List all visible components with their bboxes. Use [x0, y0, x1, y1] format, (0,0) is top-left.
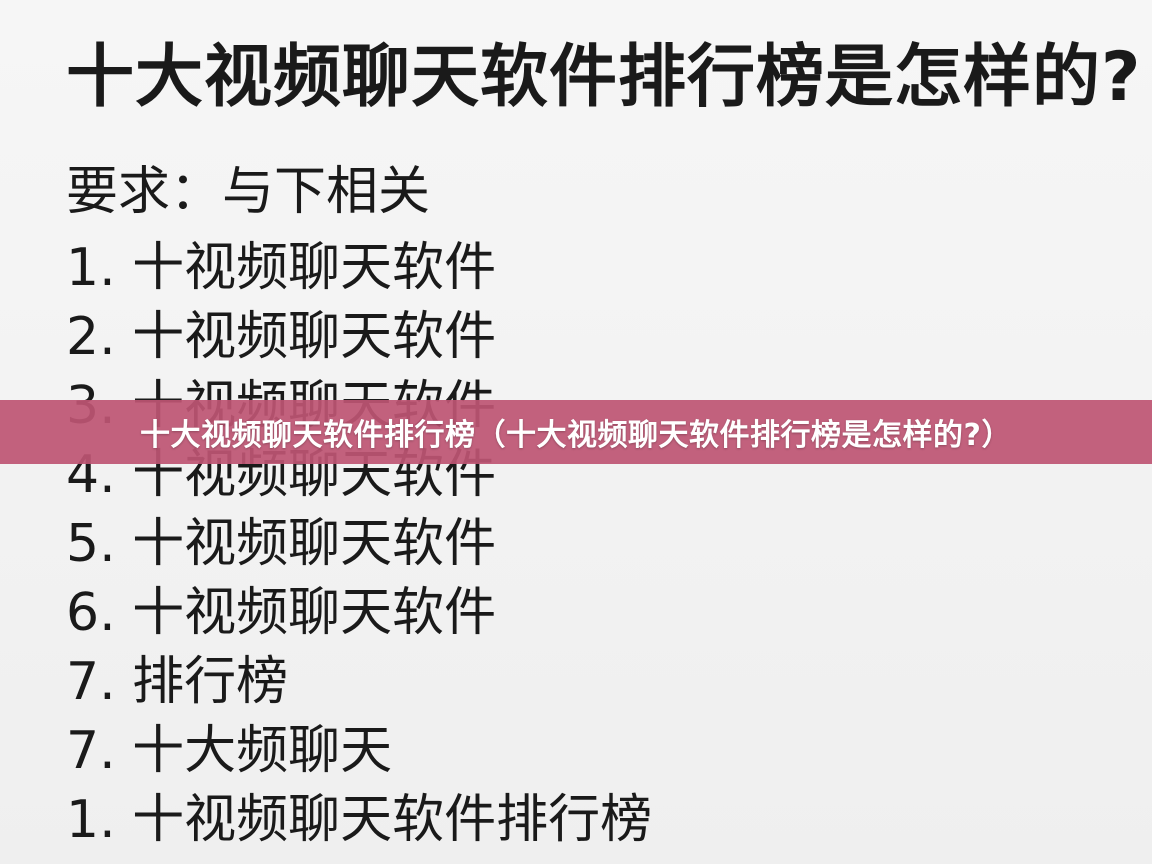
item-number: 5. — [66, 514, 116, 574]
list-item: 7. 排行榜 — [66, 648, 652, 717]
item-text: 十视频聊天软件 — [132, 583, 497, 643]
item-text: 十视频聊天软件 — [132, 238, 497, 298]
item-number: 1. — [66, 790, 116, 850]
list-item: 1. 十视频聊天软件 — [66, 234, 652, 303]
list-item: 5. 十视频聊天软件 — [66, 510, 652, 579]
item-list: 1. 十视频聊天软件 2. 十视频聊天软件 3. 十视频聊天软件 4. 十视频聊… — [66, 234, 652, 855]
item-text: 十视频聊天软件 — [132, 514, 497, 574]
item-text: 十大频聊天 — [132, 721, 393, 781]
item-text: 十视频聊天软件排行榜 — [132, 790, 653, 850]
item-number: 1. — [66, 238, 116, 298]
list-item: 7. 十大频聊天 — [66, 717, 652, 786]
requirement-line: 要求：与下相关 — [66, 162, 431, 222]
item-text: 十视频聊天软件 — [132, 307, 497, 367]
item-number: 7. — [66, 721, 116, 781]
item-text: 排行榜 — [132, 652, 289, 712]
item-number: 7. — [66, 652, 116, 712]
banner-text: 十大视频聊天软件排行榜（十大视频聊天软件排行榜是怎样的?） — [140, 418, 1012, 453]
list-item: 6. 十视频聊天软件 — [66, 579, 652, 648]
item-number: 6. — [66, 583, 116, 643]
caption-banner: 十大视频聊天软件排行榜（十大视频聊天软件排行榜是怎样的?） — [0, 400, 1152, 464]
list-item: 2. 十视频聊天软件 — [66, 303, 652, 372]
item-number: 2. — [66, 307, 116, 367]
list-item: 1. 十视频聊天软件排行榜 — [66, 786, 652, 855]
page-title: 十大视频聊天软件排行榜是怎样的? — [66, 38, 1142, 117]
